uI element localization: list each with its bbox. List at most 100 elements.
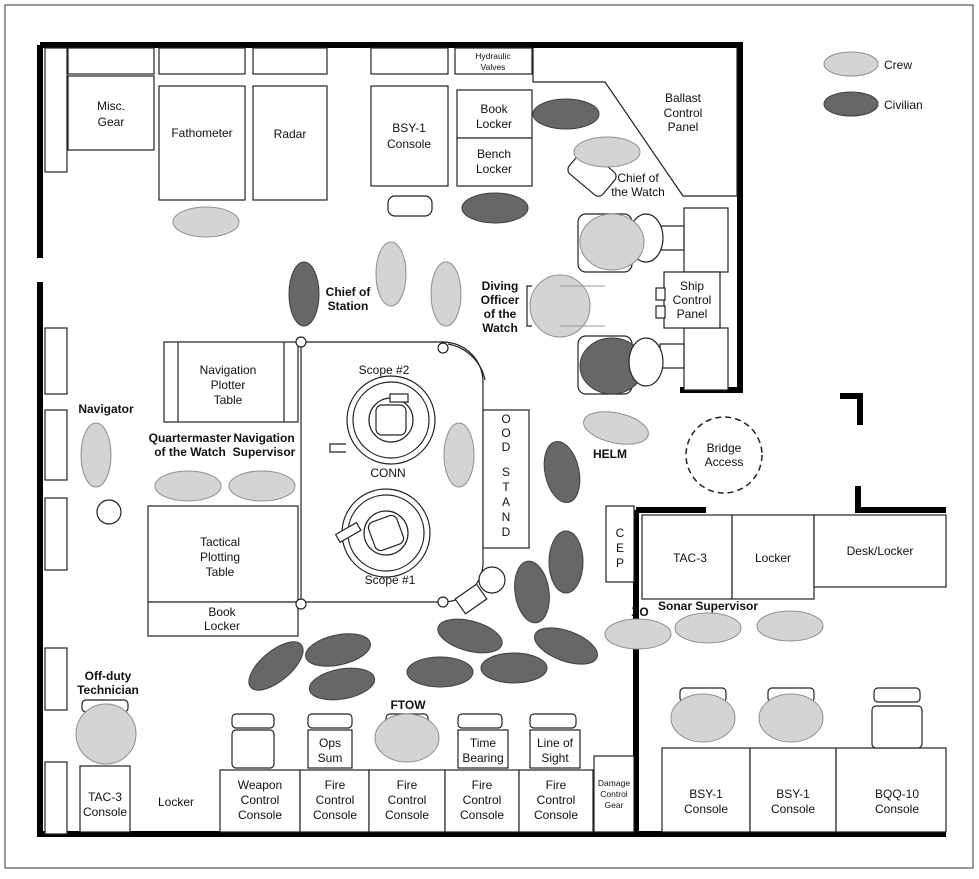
person-fathometer [172, 206, 240, 238]
fc4-line-1: Fire [546, 778, 567, 792]
tactical-plotting-table [147, 505, 299, 603]
helm-wheel-lower [628, 337, 664, 387]
scope-2-label: Scope #2 [359, 363, 410, 377]
tactical-line-3: Table [206, 565, 235, 579]
person-civ-10 [308, 667, 376, 701]
ood-char-3: D [502, 440, 511, 454]
book-locker-left-line-1: Book [208, 605, 236, 619]
scp-knob-2 [655, 305, 666, 319]
legend-crew-icon [823, 51, 879, 77]
scp-lower-stub [659, 343, 685, 369]
cep-box [605, 505, 635, 583]
person-civ-5 [534, 627, 598, 665]
bridge-access-line-1: Bridge [707, 441, 742, 455]
person-ftow [374, 713, 440, 763]
bsy1-b-box [749, 747, 837, 833]
person-sonar-2 [756, 610, 824, 642]
time-bearing-line-1: Time [470, 736, 497, 750]
desk-locker-label: Desk/Locker [847, 544, 914, 558]
periscope-stand: Scope #2 CONN Scope #1 O O D S T A N D [295, 336, 530, 615]
bench-locker-box [456, 137, 533, 187]
ood-stool [478, 566, 506, 594]
fc4-line-2: Control [537, 793, 576, 807]
left-bench-2 [44, 409, 68, 481]
ood-char-8: D [502, 525, 511, 539]
misc-gear-line-2: Gear [98, 115, 125, 129]
bqq10-box [835, 747, 947, 833]
misc-gear-shelf [67, 47, 155, 75]
role-diving-3: of the [484, 307, 517, 321]
bsy1-top-line-1: BSY-1 [392, 121, 426, 135]
person-civ-1 [543, 440, 581, 504]
bottom-consoles: TAC-3 Console Locker Weapon Control Cons… [79, 699, 635, 833]
left-bench-3 [44, 497, 68, 571]
radar-box [252, 85, 328, 201]
los-line-1: Line of [537, 736, 574, 750]
fathometer-box [158, 85, 246, 201]
person-sonar-1 [674, 612, 742, 644]
nav-plotter-line-2: Plotter [211, 378, 246, 392]
bsy1-top-chair [387, 195, 433, 217]
role-chief-watch-1: Chief of [617, 171, 659, 185]
scp-line-1: Ship [680, 279, 704, 293]
bqq10-chair [871, 705, 923, 749]
role-labels: Chief of Station Chief of the Watch Divi… [77, 171, 758, 712]
scp-line-2: Control [673, 293, 712, 307]
bridge-access-circle [685, 416, 763, 494]
figure-frame [4, 4, 974, 869]
role-sonar-supervisor: Sonar Supervisor [658, 599, 758, 613]
role-chief-station-1: Chief of [326, 285, 372, 299]
person-bsy1-b [758, 693, 824, 743]
ood-char-6: A [502, 495, 510, 509]
scp-knob-1 [655, 287, 666, 301]
dc-line-3: Gear [605, 800, 624, 810]
cep-char-3: P [616, 556, 624, 570]
weapon-line-3: Console [238, 808, 282, 822]
weapon-control-box [219, 769, 301, 833]
tac3-right-box [641, 514, 733, 600]
person-quartermaster [154, 470, 222, 502]
tac3-console-line-2: Console [83, 805, 127, 819]
tac3-console-box [79, 765, 131, 833]
ballast-line-2: Control [664, 106, 703, 120]
time-bearing-line-2: Bearing [462, 751, 503, 765]
time-bearing-box [457, 729, 509, 769]
book-locker-top-box [456, 89, 533, 139]
tac3-right-label: TAC-3 [673, 551, 707, 565]
nav-plotter-line-1: Navigation [200, 363, 257, 377]
top-equipment: Misc. Gear Fathometer Radar BSY-1 Consol… [44, 47, 738, 217]
role-chief-watch-2: the Watch [611, 185, 665, 199]
ood-char-1: O [501, 412, 510, 426]
bsy1-top-shelf [370, 47, 449, 75]
radar-label: Radar [274, 127, 307, 141]
weapon-line-1: Weapon [238, 778, 282, 792]
role-nav-supervisor-2: Supervisor [233, 445, 296, 459]
left-stations: Navigation Plotter Table Tactical Plotti… [44, 327, 299, 835]
cep-char-1: C [616, 526, 625, 540]
bsy1-b-line-1: BSY-1 [776, 787, 810, 801]
person-civ-8 [248, 641, 304, 691]
person-bench [461, 192, 529, 224]
person-ood [443, 422, 475, 488]
dc-line-1: Damage [598, 778, 630, 788]
line-of-sight-box [529, 729, 581, 769]
book-locker-top-line-2: Locker [476, 117, 512, 131]
scp-upper-console [683, 207, 729, 273]
bridge-access-line-2: Access [705, 455, 744, 469]
fc2-line-1: Fire [397, 778, 418, 792]
role-nav-supervisor-1: Navigation [233, 431, 294, 445]
ood-char-4: S [502, 465, 510, 479]
tactical-line-2: Plotting [200, 550, 240, 564]
person-chief-station [288, 261, 320, 327]
role-ftow: FTOW [390, 698, 426, 712]
book-locker-top-line-1: Book [480, 102, 508, 116]
navigator-stool [96, 499, 122, 525]
weapon-line-2: Control [241, 793, 280, 807]
role-diving-4: Watch [482, 321, 518, 335]
tac3-console-line-1: TAC-3 [88, 790, 122, 804]
locker-right-box [731, 514, 815, 600]
person-offduty-tech [75, 703, 137, 765]
hydraulic-line-2: Valves [481, 62, 506, 72]
legend-civilian-label: Civilian [884, 98, 923, 112]
